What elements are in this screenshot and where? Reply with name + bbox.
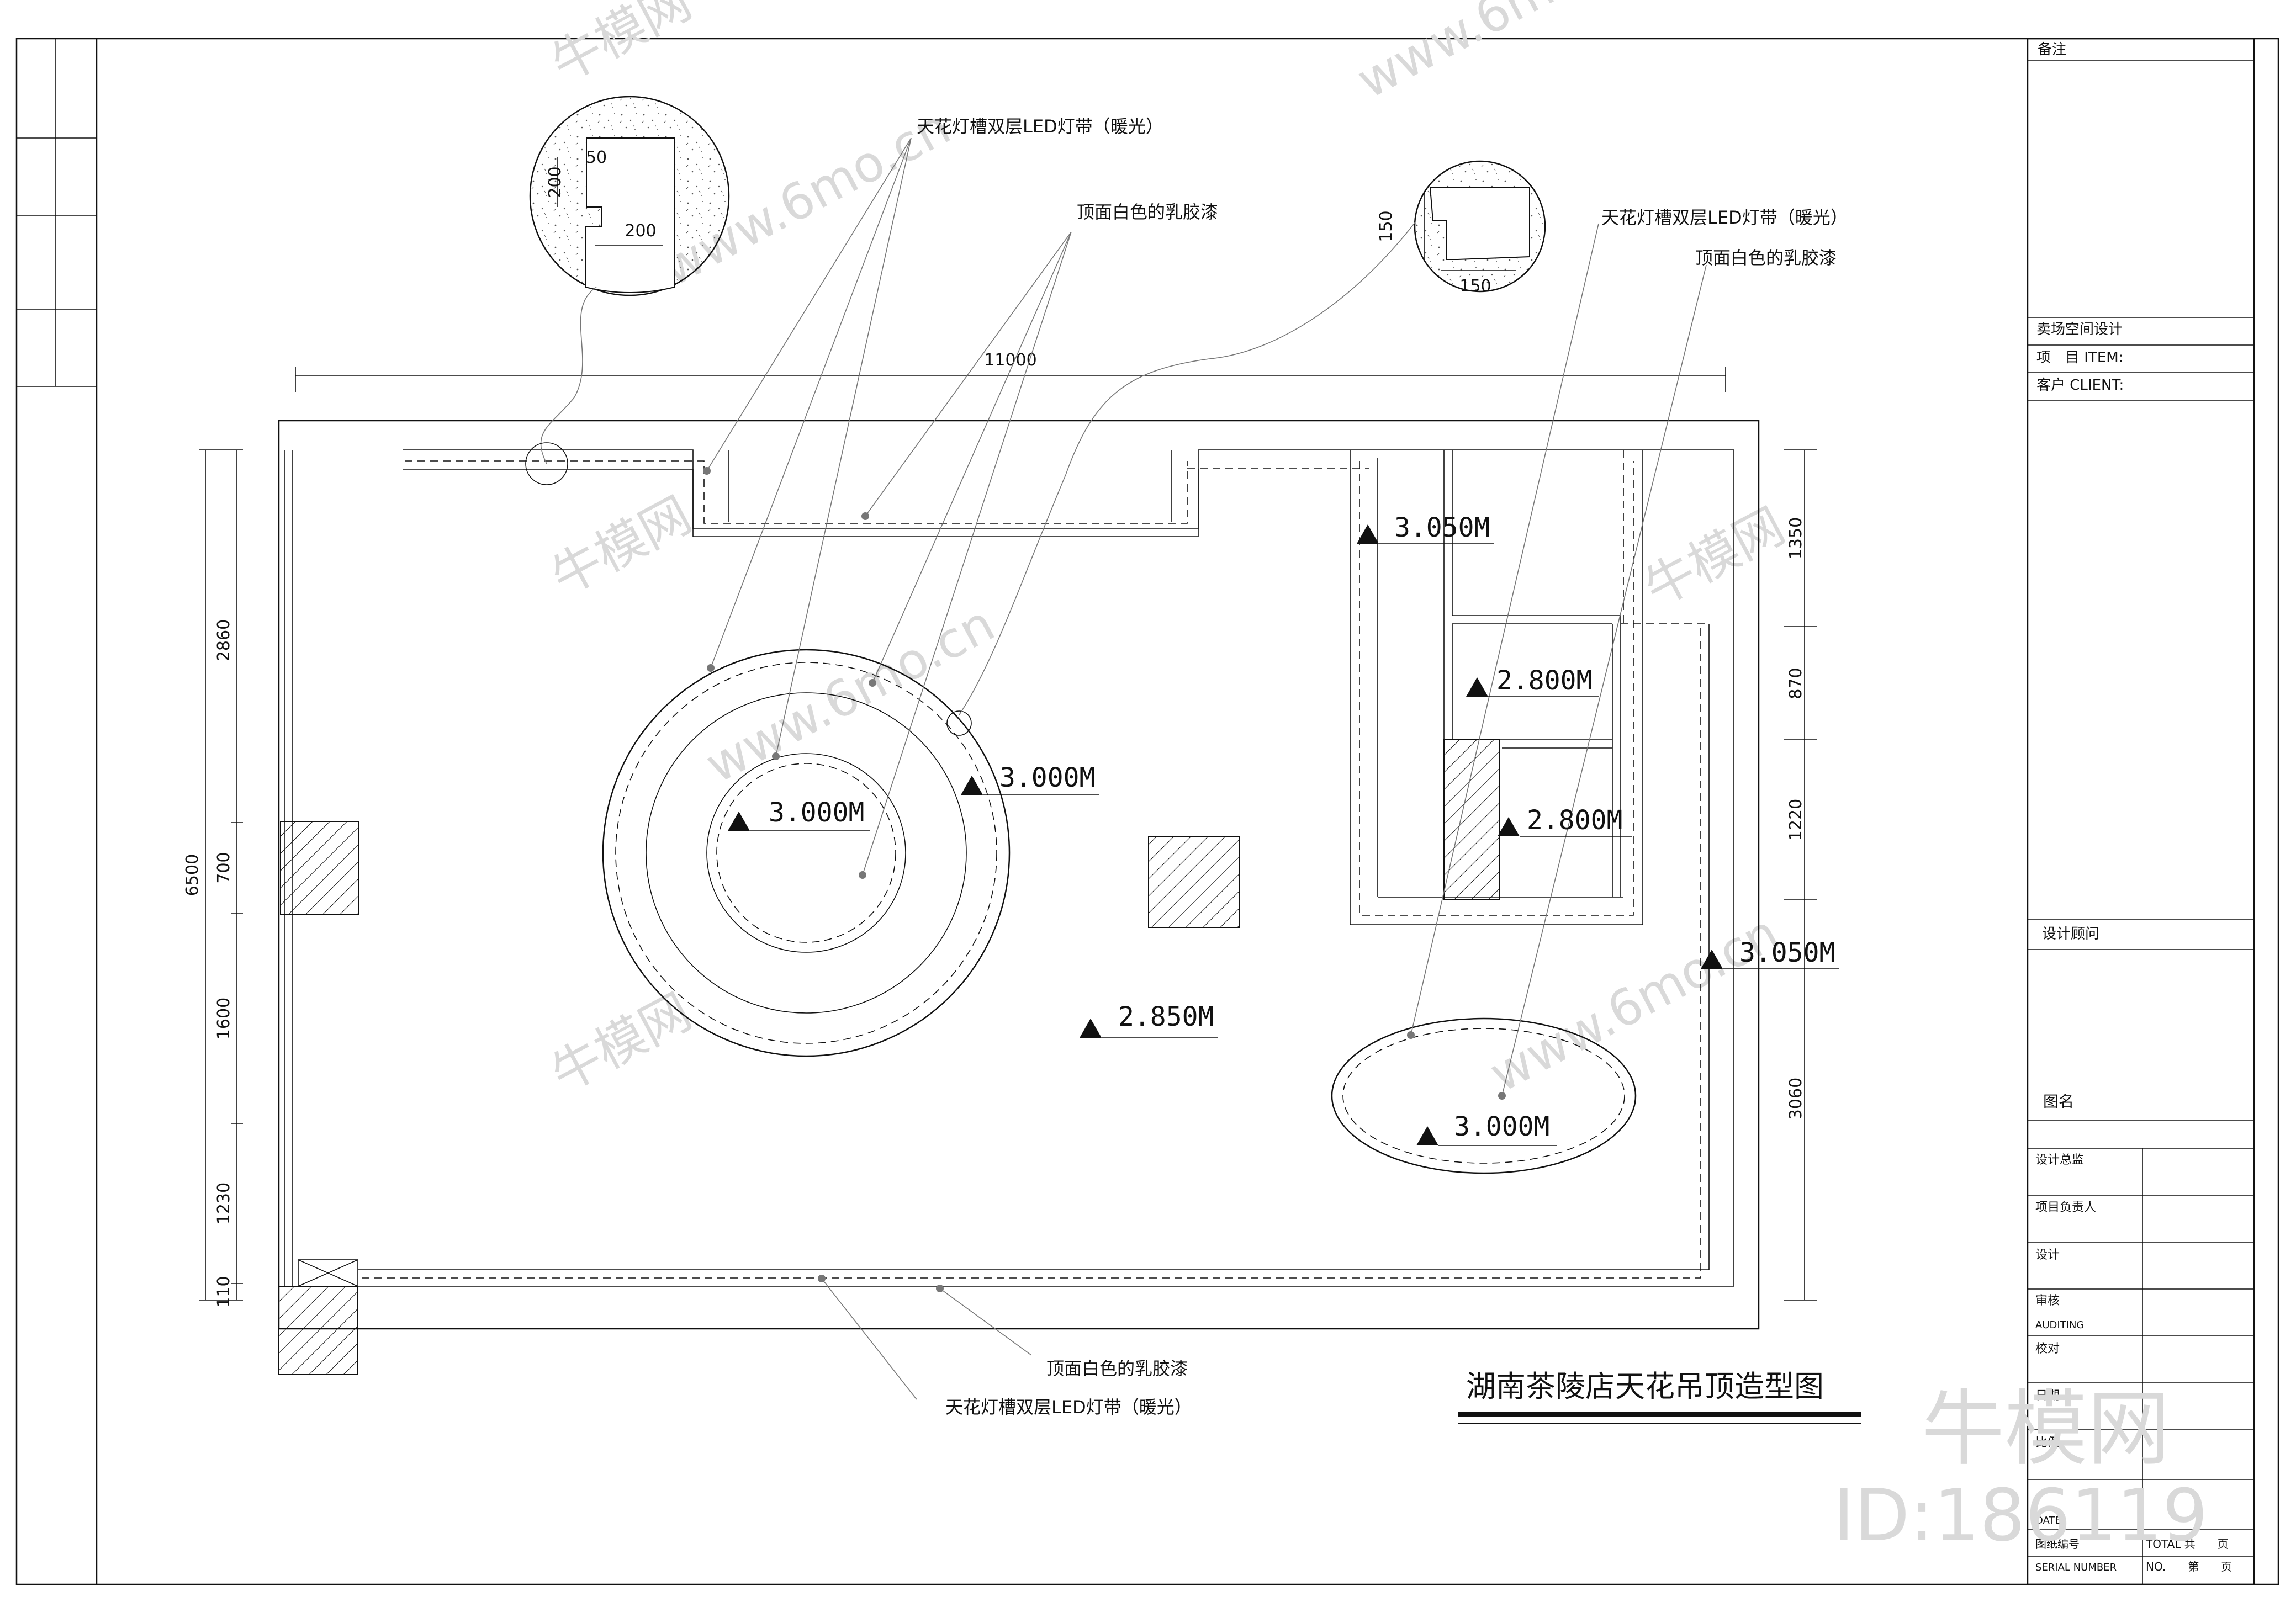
remarks-label: 备注 xyxy=(2038,41,2066,58)
drawing-no-label: 图纸编号 xyxy=(2035,1537,2080,1551)
watermark-site: www.6mo.cn xyxy=(1348,0,1655,110)
detail2-width: 150 xyxy=(1459,277,1491,296)
title-block xyxy=(2027,38,2255,1585)
detail1-width: 200 xyxy=(625,221,656,241)
floor-outline xyxy=(278,420,1760,1330)
project-lead-label: 项目负责人 xyxy=(2035,1201,2096,1214)
watermark-brand: 牛模网 xyxy=(542,983,701,1104)
drawing-title: 湖南茶陵店天花吊顶造型图 xyxy=(1466,1369,1824,1404)
detail2-height: 150 xyxy=(1377,210,1396,242)
dim-left-5: 110 xyxy=(214,1276,234,1307)
dim-right-2: 870 xyxy=(1786,667,1806,699)
dim-left-2: 700 xyxy=(214,852,234,883)
watermark-id: ID:186119 xyxy=(1833,1473,2208,1557)
watermark-brand: 牛模网 xyxy=(542,486,701,607)
dim-right-4: 3060 xyxy=(1786,1078,1806,1120)
elevation-triangle xyxy=(1498,817,1520,836)
label-led-strip-bottom: 天花灯槽双层LED灯带（暖光） xyxy=(945,1397,1192,1418)
item-label: 项 目 ITEM: xyxy=(2036,349,2123,366)
watermark-brand: 牛模网 xyxy=(1635,497,1794,618)
dim-right-1: 1350 xyxy=(1786,517,1806,559)
elevation-triangle xyxy=(961,776,983,795)
elevation-triangle xyxy=(1080,1019,1102,1038)
check-label: 校对 xyxy=(2035,1342,2060,1356)
dim-right-3: 1220 xyxy=(1786,799,1806,841)
elevation-e2: 2.800M xyxy=(1496,665,1592,696)
detail1-height: 200 xyxy=(546,166,565,198)
top-led-slot xyxy=(403,450,1369,529)
review-label: 审核 xyxy=(2035,1294,2060,1308)
total-pages-label: TOTAL 共 页 xyxy=(2145,1537,2229,1551)
right-room-block xyxy=(1350,450,1709,925)
detail-bubble-2 xyxy=(959,160,1546,715)
sheet-border xyxy=(15,38,2279,1585)
dim-left-4: 1230 xyxy=(214,1182,234,1224)
right-led-slot xyxy=(358,624,1710,1279)
elevation-triangle xyxy=(1701,950,1723,969)
elevation-e4: 3.000M xyxy=(769,797,864,828)
detail-bubble-1 xyxy=(525,96,730,485)
detail1-inset: 50 xyxy=(586,148,607,167)
elevation-e6: 3.050M xyxy=(1739,937,1835,968)
dim-overall-height: 6500 xyxy=(183,854,202,896)
elevation-triangle xyxy=(728,811,750,831)
page-no-label: NO. 第 页 xyxy=(2146,1560,2232,1573)
label-white-paint-top: 顶面白色的乳胶漆 xyxy=(1077,201,1218,222)
watermark-brand: 牛模网 xyxy=(542,0,701,93)
columns xyxy=(278,739,1500,1375)
drawing-name-label: 图名 xyxy=(2043,1092,2074,1111)
elevation-e5: 3.000M xyxy=(999,762,1095,793)
elevation-e8: 3.000M xyxy=(1454,1111,1549,1142)
dim-left-1: 2860 xyxy=(214,619,234,661)
elevation-triangle xyxy=(1416,1126,1438,1145)
dim-left-3: 1600 xyxy=(214,998,234,1039)
auditing-label: AUDITING xyxy=(2035,1319,2084,1331)
dimension-lines xyxy=(199,367,1817,1301)
leader-lines xyxy=(706,137,1707,1400)
elliptical-ceiling-feature xyxy=(1331,1017,1637,1174)
label-white-paint-bottom: 顶面白色的乳胶漆 xyxy=(1046,1358,1188,1379)
design-director-label: 设计总监 xyxy=(2035,1153,2084,1167)
watermark-layer: 牛模网 www.6mo.cn 牛模网 www.6mo.cn 牛模网 www.6m… xyxy=(542,0,2208,1557)
label-led-strip-right: 天花灯槽双层LED灯带（暖光） xyxy=(1601,207,1848,228)
leader-dots xyxy=(703,467,1506,1292)
left-margin-grid xyxy=(17,39,97,387)
client-label: 客户 CLIENT: xyxy=(2036,377,2124,394)
elevation-triangle xyxy=(1357,524,1379,544)
label-led-strip-top: 天花灯槽双层LED灯带（暖光） xyxy=(917,116,1163,137)
elevation-e1: 3.050M xyxy=(1394,512,1490,543)
date-en-label: DATE xyxy=(2035,1515,2061,1526)
ratio-label: 比例 xyxy=(2035,1436,2060,1450)
dim-overall-width: 11000 xyxy=(984,351,1036,370)
elevation-markers xyxy=(728,524,1839,1146)
watermark-site: www.6mo.cn xyxy=(696,595,1004,795)
elevation-triangle xyxy=(1466,677,1488,697)
watermark-site: www.6mo.cn xyxy=(1480,904,1788,1104)
company-label: 卖场空间设计 xyxy=(2036,321,2123,338)
designer-label: 设计 xyxy=(2035,1248,2060,1262)
serial-number-label: SERIAL NUMBER xyxy=(2035,1562,2117,1573)
date-cn-label: 日期 xyxy=(2035,1389,2060,1403)
consultant-label: 设计顾问 xyxy=(2042,926,2099,942)
label-white-paint-right: 顶面白色的乳胶漆 xyxy=(1695,247,1837,268)
elevation-e7: 2.850M xyxy=(1118,1001,1214,1032)
watermark-brand-large: 牛模网 xyxy=(1922,1381,2170,1477)
circular-ceiling-feature xyxy=(602,649,1011,1057)
elevation-e3: 2.800M xyxy=(1527,805,1622,836)
